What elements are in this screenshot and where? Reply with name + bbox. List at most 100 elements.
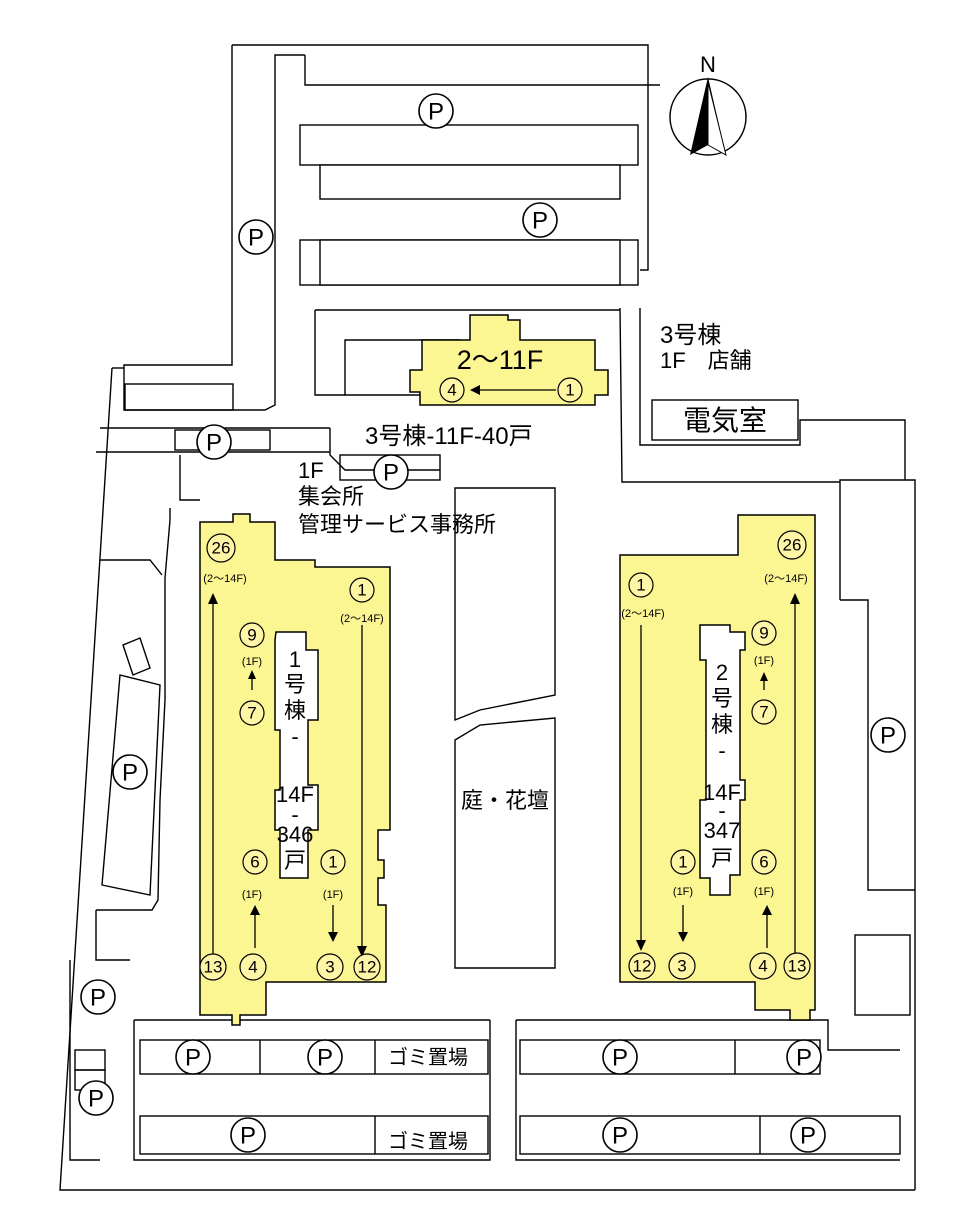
svg-text:P: P bbox=[880, 723, 896, 750]
svg-text:号: 号 bbox=[284, 672, 306, 697]
svg-text:P: P bbox=[317, 1045, 333, 1072]
svg-text:26: 26 bbox=[212, 539, 231, 558]
unit-marker: 6 bbox=[751, 849, 777, 875]
svg-text:6: 6 bbox=[759, 853, 768, 872]
building-3-title: 3号棟-11F-40戸 bbox=[365, 423, 533, 450]
parking-marker: P bbox=[522, 202, 558, 238]
floor-range: (1F) bbox=[754, 655, 774, 667]
svg-text:戸: 戸 bbox=[284, 848, 306, 873]
svg-text:13: 13 bbox=[788, 957, 807, 976]
parking-marker: P bbox=[790, 1117, 826, 1153]
parking-marker: P bbox=[112, 754, 148, 790]
parking-marker: P bbox=[307, 1039, 343, 1075]
building-1: 1 号 棟 - 14F - 346 戸 26 (2〜14F) 1 (2〜14F)… bbox=[199, 513, 391, 1026]
svg-text:P: P bbox=[185, 1045, 201, 1072]
svg-text:9: 9 bbox=[759, 624, 768, 643]
svg-text:P: P bbox=[612, 1045, 628, 1072]
floor-range: (1F) bbox=[323, 889, 343, 901]
parking-marker: P bbox=[786, 1039, 822, 1075]
svg-text:14F: 14F bbox=[703, 780, 741, 805]
svg-text:P: P bbox=[428, 99, 444, 126]
unit-marker: 1 bbox=[670, 849, 696, 875]
unit-marker: 1 bbox=[349, 577, 375, 603]
parking-marker: P bbox=[418, 93, 454, 129]
unit-marker: 26 bbox=[206, 533, 236, 563]
building-1-label: 1 号 棟 - 14F - 346 戸 bbox=[276, 647, 314, 873]
svg-text:-: - bbox=[718, 738, 725, 763]
svg-text:2: 2 bbox=[716, 660, 728, 685]
svg-text:1: 1 bbox=[636, 576, 645, 595]
svg-text:P: P bbox=[248, 225, 264, 252]
unit-marker: 12 bbox=[628, 952, 656, 980]
floor-range: (1F) bbox=[242, 889, 262, 901]
svg-text:4: 4 bbox=[758, 957, 767, 976]
parking-marker: P bbox=[80, 979, 116, 1015]
unit-marker: 4 bbox=[239, 953, 267, 981]
svg-text:347: 347 bbox=[704, 818, 741, 843]
svg-text:P: P bbox=[240, 1123, 256, 1150]
compass: N bbox=[669, 52, 747, 156]
parking-rows-bottom bbox=[74, 934, 911, 1155]
parking-marker: P bbox=[870, 717, 906, 753]
unit-marker: 4 bbox=[439, 377, 465, 403]
building-3-heading: 3号棟 bbox=[660, 322, 721, 349]
parking-marker: P bbox=[602, 1039, 638, 1075]
svg-text:7: 7 bbox=[247, 704, 256, 723]
community-hall: 集会所 bbox=[298, 484, 364, 509]
svg-text:6: 6 bbox=[250, 853, 259, 872]
svg-text:棟: 棟 bbox=[284, 698, 306, 723]
building-2-label: 2 号 棟 - 14F - 347 戸 bbox=[703, 660, 741, 871]
svg-text:P: P bbox=[796, 1045, 812, 1072]
svg-text:戸: 戸 bbox=[711, 846, 733, 871]
svg-text:9: 9 bbox=[247, 626, 256, 645]
unit-marker: 12 bbox=[353, 953, 381, 981]
electrical-room: 電気室 bbox=[651, 399, 799, 441]
svg-text:-: - bbox=[291, 802, 298, 827]
unit-marker: 3 bbox=[668, 952, 696, 980]
parking-marker: P bbox=[78, 1080, 114, 1116]
svg-text:1: 1 bbox=[328, 853, 337, 872]
svg-text:12: 12 bbox=[633, 957, 652, 976]
svg-text:4: 4 bbox=[248, 958, 257, 977]
unit-marker: 1 bbox=[320, 849, 346, 875]
unit-marker: 13 bbox=[199, 953, 227, 981]
floor-range: (2〜14F) bbox=[621, 608, 664, 620]
community-floor: 1F bbox=[298, 458, 324, 483]
svg-text:P: P bbox=[800, 1123, 816, 1150]
parking-marker: P bbox=[602, 1117, 638, 1153]
svg-text:3: 3 bbox=[325, 958, 334, 977]
parking-marker: P bbox=[238, 219, 274, 255]
svg-text:P: P bbox=[532, 208, 548, 235]
building-3-shop: 1F 店舗 bbox=[660, 348, 752, 373]
unit-marker: 7 bbox=[239, 700, 265, 726]
building-3: 2〜11F 1 4 bbox=[409, 314, 609, 406]
svg-text:12: 12 bbox=[358, 958, 377, 977]
unit-marker: 7 bbox=[751, 699, 777, 725]
management-office: 管理サービス事務所 bbox=[298, 512, 496, 537]
svg-text:1: 1 bbox=[289, 647, 301, 672]
unit-marker: 4 bbox=[749, 952, 777, 980]
svg-text:P: P bbox=[612, 1123, 628, 1150]
unit-marker: 1 bbox=[628, 572, 654, 598]
unit-marker: 1 bbox=[557, 377, 583, 403]
svg-text:P: P bbox=[90, 985, 106, 1012]
svg-text:3: 3 bbox=[677, 957, 686, 976]
site-outline bbox=[59, 44, 916, 1191]
garden-label: 庭・花壇 bbox=[461, 788, 549, 813]
svg-text:-: - bbox=[718, 798, 725, 823]
floor-range: (1F) bbox=[242, 656, 262, 668]
parking-marker: P bbox=[230, 1117, 266, 1153]
building-3-floors: 2〜11F bbox=[457, 345, 544, 375]
parking-marker: P bbox=[175, 1039, 211, 1075]
unit-marker: 26 bbox=[777, 530, 807, 560]
svg-text:14F: 14F bbox=[276, 782, 314, 807]
floor-range: (1F) bbox=[754, 886, 774, 898]
parking-rows-top bbox=[124, 124, 639, 481]
svg-text:号: 号 bbox=[711, 686, 733, 711]
floor-range: (2〜14F) bbox=[764, 573, 807, 585]
svg-text:P: P bbox=[206, 430, 222, 457]
parking-marker: P bbox=[196, 424, 232, 460]
unit-marker: 6 bbox=[242, 849, 268, 875]
svg-text:26: 26 bbox=[783, 536, 802, 555]
